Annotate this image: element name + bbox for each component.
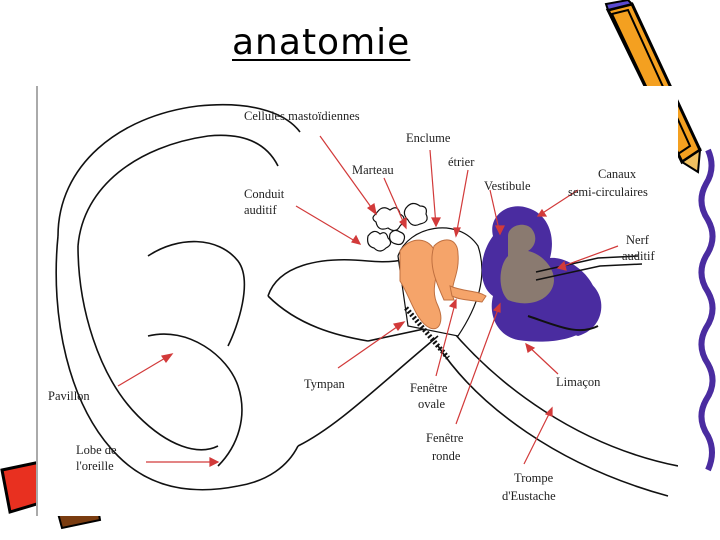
label-cellules: Cellules mastoïdiennes: [244, 109, 360, 123]
label-fenetre-ovale-2: ovale: [418, 397, 446, 411]
label-conduit-2: auditif: [244, 203, 277, 217]
label-canaux-2: semi-circulaires: [568, 185, 648, 199]
label-enclume: Enclume: [406, 131, 451, 145]
inner-ear: [482, 206, 642, 341]
label-trompe-2: d'Eustache: [502, 489, 556, 503]
ear-illustration: Cellules mastoïdiennes Enclume Marteau é…: [38, 86, 678, 516]
label-trompe-1: Trompe: [514, 471, 554, 485]
label-etrier: étrier: [448, 155, 475, 169]
label-nerf-1: Nerf: [626, 233, 650, 247]
label-tympan: Tympan: [304, 377, 346, 391]
label-conduit-1: Conduit: [244, 187, 285, 201]
label-fenetre-ronde-1: Fenêtre: [426, 431, 464, 445]
label-canaux-1: Canaux: [598, 167, 637, 181]
label-fenetre-ovale-1: Fenêtre: [410, 381, 448, 395]
label-nerf-2: auditif: [622, 249, 655, 263]
wavy-border: [701, 150, 712, 470]
label-lobe-1: Lobe de: [76, 443, 117, 457]
label-limacon: Limaçon: [556, 375, 601, 389]
label-vestibule: Vestibule: [484, 179, 531, 193]
ear-diagram: Cellules mastoïdiennes Enclume Marteau é…: [36, 86, 678, 516]
label-lobe-2: l'oreille: [76, 459, 114, 473]
label-marteau: Marteau: [352, 163, 394, 177]
label-fenetre-ronde-2: ronde: [432, 449, 461, 463]
label-pavillon: Pavillon: [48, 389, 90, 403]
